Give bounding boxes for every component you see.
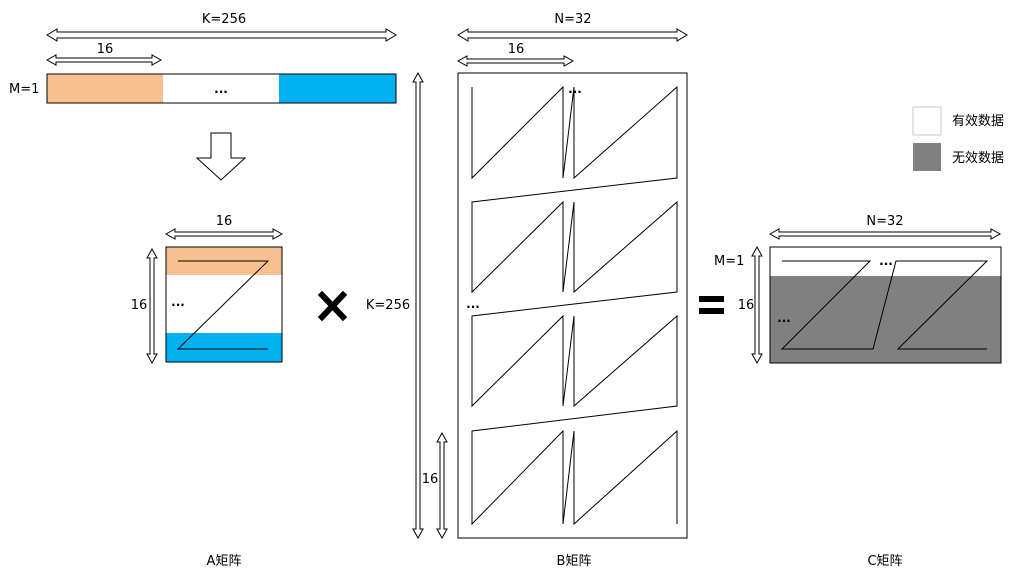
c-height-label: 16 [738, 298, 755, 313]
legend-swatch-invalid [913, 143, 941, 171]
legend: 有效数据 无效数据 [912, 106, 1004, 171]
legend-label-valid: 有效数据 [952, 114, 1004, 129]
a-tile-height-label: 16 [131, 298, 148, 313]
a-block-width-label: 16 [97, 42, 114, 57]
c-matrix-frame [769, 246, 1002, 364]
b-col-dots: ... [568, 82, 582, 96]
a-tile-width-label: 16 [216, 214, 233, 229]
b-block-height-label: 16 [422, 472, 439, 487]
b-matrix-frame [457, 72, 688, 539]
a-tile [165, 246, 283, 363]
equals-icon [699, 296, 724, 314]
legend-label-invalid: 无效数据 [952, 151, 1004, 166]
b-row-dots: ... [466, 297, 480, 311]
c-traversal-path [780, 260, 989, 350]
b-k-dimension-label: K=256 [366, 298, 410, 313]
c-col-dots: ... [879, 254, 893, 268]
a-k-dimension-arrow [46, 28, 397, 42]
a-row-dots: ... [214, 82, 228, 96]
c-invalid-region [770, 276, 1001, 363]
legend-swatch-valid [912, 106, 942, 136]
a-tile-last-row [166, 333, 282, 362]
a-row-vector [46, 73, 397, 104]
a-row-last-block [279, 74, 396, 103]
a-tile-dots: ... [171, 295, 185, 309]
a-row-first-block [47, 74, 163, 103]
b-traversal-path [471, 85, 678, 526]
multiply-icon [317, 290, 348, 322]
c-height-arrow [751, 245, 763, 365]
b-block-width-arrow [456, 55, 575, 67]
c-n-dimension-arrow [768, 228, 1002, 240]
b-n-dimension-arrow [457, 28, 688, 42]
matrix-a: K=256 16 M=1 ... 16 16 ... A矩阵 [9, 12, 397, 569]
a-block-width-arrow [45, 54, 163, 66]
matrix-b: N=32 16 K=256 16 ... ... B矩阵 [366, 12, 688, 569]
matrix-c: N=32 16 M=1 ... ... C矩阵 [714, 214, 1002, 569]
b-n-dimension-label: N=32 [554, 12, 591, 27]
a-m-label: M=1 [9, 82, 39, 97]
b-block-height-arrow [436, 431, 448, 540]
a-k-dimension-label: K=256 [202, 12, 246, 27]
a-tile-height-arrow [146, 247, 158, 365]
a-tile-width-arrow [164, 228, 284, 240]
c-n-dimension-label: N=32 [866, 214, 903, 229]
c-m-label: M=1 [714, 254, 744, 269]
b-caption: B矩阵 [557, 554, 592, 569]
b-k-dimension-arrow [412, 71, 424, 540]
reshape-down-arrow-icon [195, 132, 247, 181]
a-tile-z-order-path [176, 260, 270, 350]
c-row-dots: ... [777, 311, 791, 325]
a-caption: A矩阵 [207, 554, 242, 569]
c-caption: C矩阵 [867, 554, 902, 569]
b-block-width-label: 16 [508, 42, 525, 57]
